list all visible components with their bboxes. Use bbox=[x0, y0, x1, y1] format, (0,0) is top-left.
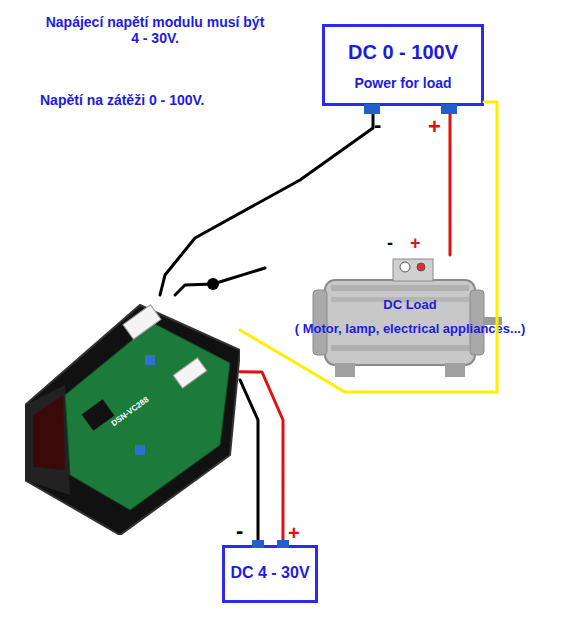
motor-outline bbox=[265, 255, 555, 380]
node-text: DC 4 - 30V bbox=[225, 564, 315, 582]
polarity-sign: - bbox=[236, 518, 243, 544]
polarity-sign: - bbox=[387, 233, 393, 254]
polarity-sign: + bbox=[410, 233, 421, 254]
wire bbox=[448, 106, 451, 255]
polarity-sign: + bbox=[428, 114, 441, 140]
polarity-sign: + bbox=[288, 522, 300, 545]
wire bbox=[240, 372, 283, 545]
note-text: Napětí na zátěži 0 - 100V. bbox=[40, 92, 290, 108]
wire bbox=[240, 102, 497, 392]
node-text: DC Load bbox=[265, 297, 555, 312]
voltmeter-module: DSN-VC288 bbox=[25, 295, 240, 535]
note-text: Napájecí napětí modulu musí být 4 - 30V. bbox=[43, 14, 267, 46]
terminal bbox=[277, 540, 289, 548]
wire bbox=[160, 106, 373, 295]
node-text: ( Motor, lamp, electrical appliances...) bbox=[265, 321, 555, 336]
polarity-sign: - bbox=[374, 112, 381, 138]
terminal bbox=[252, 540, 264, 548]
terminal bbox=[364, 104, 380, 114]
module-supply-box: DC 4 - 30V bbox=[222, 545, 318, 603]
power-supply-box: DC 0 - 100V Power for load bbox=[322, 24, 484, 106]
dc-load-motor: DC Load ( Motor, lamp, electrical applian… bbox=[265, 255, 555, 380]
terminal bbox=[441, 104, 457, 114]
wire bbox=[175, 268, 265, 295]
wire bbox=[240, 380, 258, 545]
node-text: DC 0 - 100V bbox=[325, 41, 481, 64]
node-text: Power for load bbox=[325, 75, 481, 91]
junction-dot bbox=[207, 278, 219, 290]
